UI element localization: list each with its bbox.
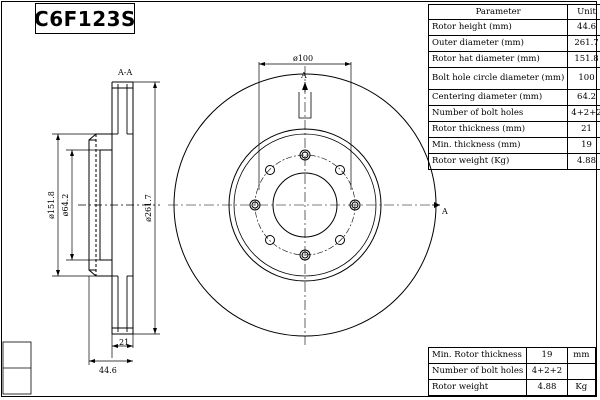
table-row: Rotor thickness (mm) 21	[427, 121, 600, 138]
row-value: 21	[567, 121, 600, 138]
row-value: 19	[567, 137, 600, 154]
dim-bolt-circle-text: ø100	[293, 54, 313, 63]
vent-fins	[112, 84, 133, 332]
header-parameter: Parameter	[427, 4, 569, 20]
cut-label-top: A	[300, 71, 307, 80]
table-row: Rotor weight 4.88 Kg	[427, 379, 597, 396]
header-unit: Unit	[567, 4, 600, 20]
row-label: Rotor thickness (mm)	[427, 121, 569, 138]
row-label: Min. Rotor thickness	[427, 347, 528, 364]
row-value: 44.6	[567, 19, 600, 36]
table-row: Rotor hat diameter (mm) 151.8	[427, 51, 600, 68]
row-value: 4.88	[526, 379, 568, 396]
cut-label-right: A	[441, 207, 448, 216]
table-row: Min. thickness (mm) 19	[427, 137, 600, 154]
row-label: Bolt hole circle diameter (mm)	[427, 67, 569, 90]
row-value: 64.2	[567, 89, 600, 106]
row-label: Outer diameter (mm)	[427, 35, 569, 52]
dim-center-text: ø64.2	[61, 194, 70, 217]
row-label: Number of bolt holes	[427, 363, 528, 380]
corner-block	[2, 341, 32, 395]
row-label: Min. thickness (mm)	[427, 137, 569, 154]
table-row: Bolt hole circle diameter (mm) 100	[427, 67, 600, 90]
row-value: 4+2+2	[526, 363, 568, 380]
section-label: A-A	[117, 68, 132, 77]
row-label: Rotor hat diameter (mm)	[427, 51, 569, 68]
row-label: Rotor weight	[427, 379, 528, 396]
title-box: C6F123S	[34, 3, 136, 34]
row-value: 261.7	[567, 35, 600, 52]
table-row: Outer diameter (mm) 261.7	[427, 35, 600, 52]
row-label: Centering diameter (mm)	[427, 89, 569, 106]
table-row: Rotor weight (Kg) 4.88	[427, 153, 600, 170]
row-unit: mm	[566, 347, 597, 364]
summary-table: Min. Rotor thickness 19 mm Number of bol…	[427, 347, 597, 396]
row-label: Rotor weight (Kg)	[427, 153, 569, 170]
table-row: Centering diameter (mm) 64.2	[427, 89, 600, 106]
table-row: Min. Rotor thickness 19 mm	[427, 347, 597, 364]
row-label: Number of bolt holes	[427, 105, 569, 122]
table-row: Number of bolt holes 4+2+2	[427, 363, 597, 380]
row-unit: Kg	[566, 379, 597, 396]
table-header-row: Parameter Unit	[427, 4, 600, 20]
dim-height-text: 44.6	[99, 366, 117, 375]
row-value: 151.8	[567, 51, 600, 68]
row-label: Rotor height (mm)	[427, 19, 569, 36]
dim-outer-text: ø261.7	[144, 194, 153, 222]
row-value: 4+2+2	[567, 105, 600, 122]
row-value: 100	[567, 67, 600, 90]
dim-thickness-text: 21	[119, 338, 129, 347]
row-unit	[566, 363, 597, 380]
parameter-table: Parameter Unit Rotor height (mm) 44.6 Ou…	[427, 4, 600, 170]
row-value: 19	[526, 347, 568, 364]
table-row: Rotor height (mm) 44.6	[427, 19, 600, 36]
row-value: 4.88	[567, 153, 600, 170]
dim-hat-text: ø151.8	[47, 191, 56, 219]
table-row: Number of bolt holes 4+2+2	[427, 105, 600, 122]
part-number-title: C6F123S	[34, 6, 136, 31]
